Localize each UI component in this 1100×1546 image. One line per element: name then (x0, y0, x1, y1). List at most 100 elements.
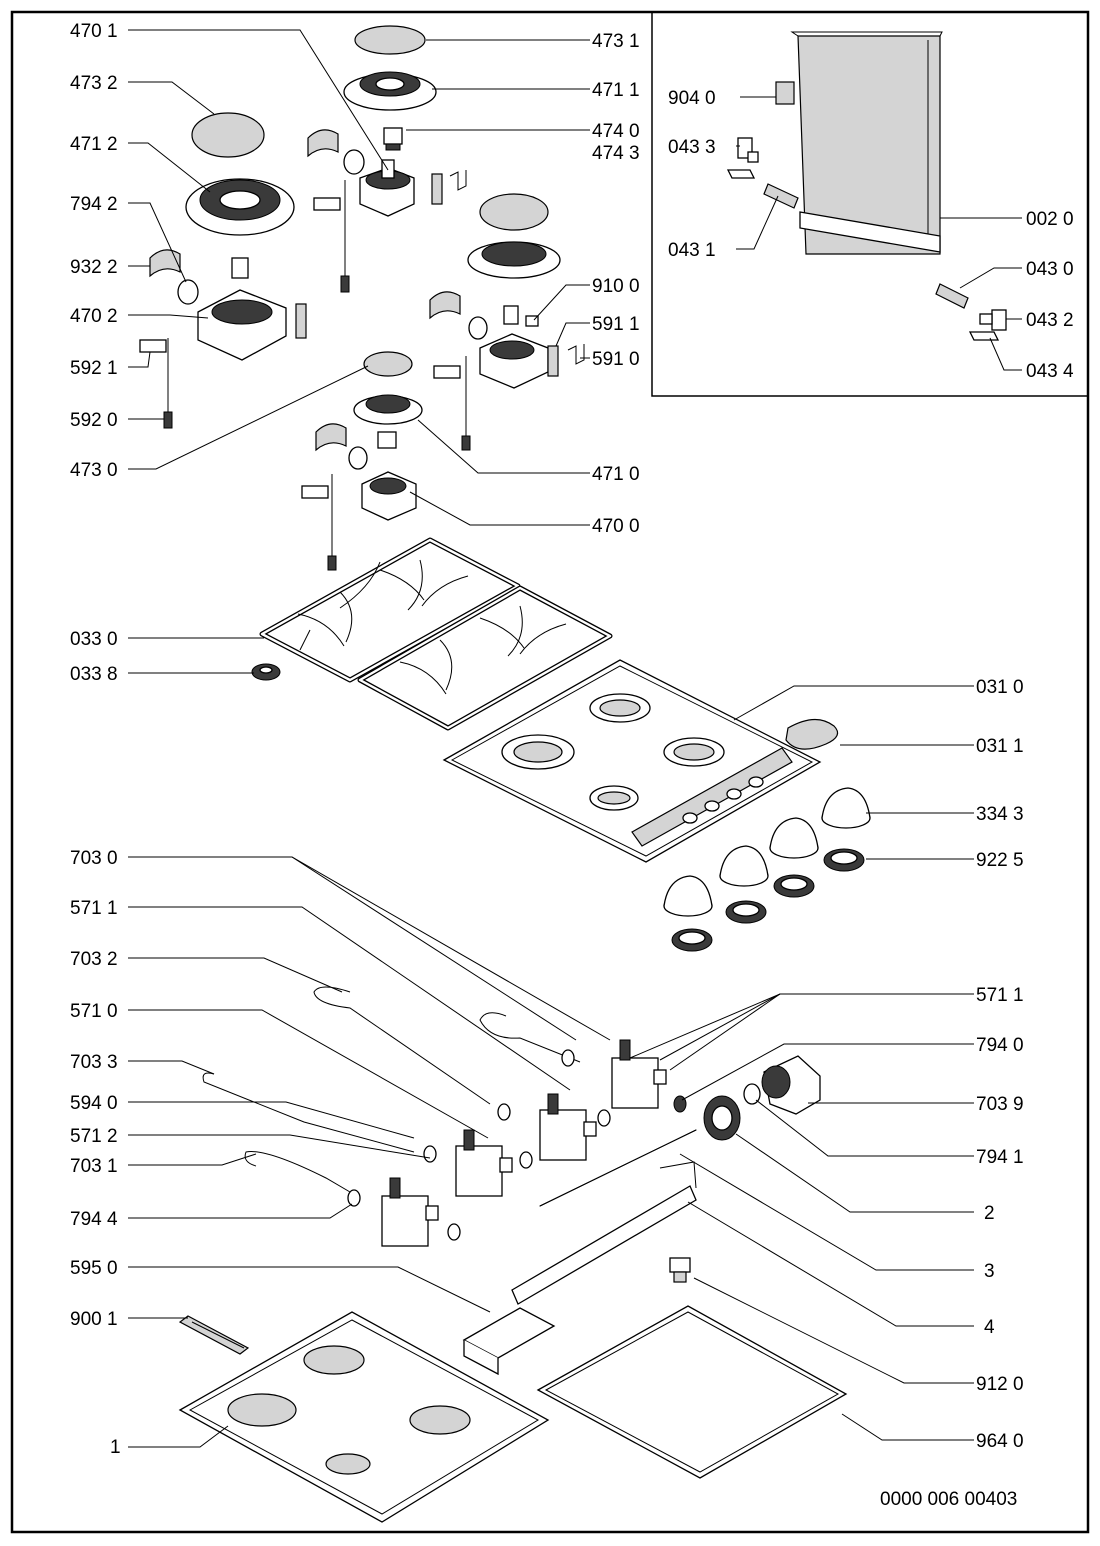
injector-lower (377, 431, 397, 449)
callout-594-0: 594 0 (70, 1093, 118, 1114)
callout-571-1-left: 571 1 (70, 898, 118, 919)
burner-spreader-right (467, 241, 561, 279)
callout-591-0: 591 0 (592, 349, 640, 370)
seal-ring-lower (348, 446, 368, 470)
callout-591-1: 591 1 (592, 314, 640, 335)
badge-plate (785, 718, 839, 750)
hob-top (442, 659, 839, 863)
adjusting-screw (669, 1257, 691, 1283)
callout-043-4: 043 4 (1026, 361, 1074, 382)
knobs (663, 787, 871, 917)
valve-4 (381, 1177, 439, 1247)
gas-valves (347, 1039, 687, 1247)
thermocouple-lower (301, 474, 337, 571)
callout-033-8: 033 8 (70, 664, 118, 685)
lid-hinge-left (737, 137, 759, 163)
callout-031-0: 031 0 (976, 677, 1024, 698)
burner-base-lower (361, 471, 417, 521)
spring-right (567, 344, 585, 365)
lid-pin-right (935, 283, 969, 309)
lid-corner-piece (775, 81, 795, 105)
callout-571-2: 571 2 (70, 1126, 118, 1147)
thermocouple-top (313, 180, 350, 293)
clip-right (429, 291, 461, 320)
callout-904-0: 904 0 (668, 88, 716, 109)
callout-964-0: 964 0 (976, 1431, 1024, 1452)
gas-pipes (202, 986, 697, 1207)
callout-002-0: 002 0 (1026, 209, 1074, 230)
burner-cap-small-lower (363, 351, 413, 377)
callout-703-9: 703 9 (976, 1094, 1024, 1115)
callout-031-1: 031 1 (976, 736, 1024, 757)
callout-473-0: 473 0 (70, 460, 118, 481)
callout-470-1: 470 1 (70, 21, 118, 42)
callout-1: 1 (110, 1437, 121, 1458)
pan-support-right (357, 585, 613, 731)
callout-703-3: 703 3 (70, 1052, 118, 1073)
injector-top (383, 127, 403, 151)
callout-932-2: 932 2 (70, 257, 118, 278)
gas-rail-bracket (511, 1161, 697, 1305)
callout-474-3: 474 3 (592, 143, 640, 164)
ignition-module (462, 1307, 556, 1376)
document-number: 0000 006 00403 (880, 1489, 1017, 1510)
control-panel-strip (631, 747, 793, 847)
lid-parts (726, 31, 1007, 341)
callout-794-4: 794 4 (70, 1209, 118, 1230)
ignition-electrode-right (547, 345, 559, 377)
pan-support-left (259, 537, 521, 683)
callout-592-0: 592 0 (70, 410, 118, 431)
callout-595-0: 595 0 (70, 1258, 118, 1279)
callout-592-1: 592 1 (70, 358, 118, 379)
callout-043-3: 043 3 (668, 137, 716, 158)
burner-spreader-small-top (343, 71, 437, 111)
callout-334-3: 334 3 (976, 804, 1024, 825)
pan-supports (251, 537, 613, 731)
valve-3 (455, 1129, 513, 1197)
callout-571-1-right: 571 1 (976, 985, 1024, 1006)
thermocouple-left (139, 338, 173, 429)
seal-ring-top (343, 149, 365, 175)
callout-910-0: 910 0 (592, 276, 640, 297)
callout-471-2: 471 2 (70, 134, 118, 155)
lid-pin-left (763, 183, 799, 209)
callout-912-0: 912 0 (976, 1374, 1024, 1395)
callout-900-1: 900 1 (70, 1309, 118, 1330)
callout-571-0: 571 0 (70, 1001, 118, 1022)
callout-703-1: 703 1 (70, 1156, 118, 1177)
callout-043-1: 043 1 (668, 240, 716, 261)
burner-spreader-small-lower (353, 394, 423, 425)
callout-4: 4 (984, 1317, 995, 1338)
screw-right (525, 315, 539, 327)
burner-base-top (359, 159, 415, 217)
knob-4 (663, 875, 713, 917)
clip-left (149, 249, 181, 278)
burner-cap-right (479, 193, 549, 231)
clip-lower (315, 423, 347, 452)
knob-rings (671, 848, 865, 952)
knob-3 (719, 845, 769, 887)
valve-2 (539, 1093, 597, 1161)
spring-top (449, 170, 467, 191)
burner-cap-large (191, 112, 265, 158)
knob-1 (821, 787, 871, 829)
seal-ring-left (177, 279, 199, 305)
callout-470-0: 470 0 (592, 516, 640, 537)
callout-794-2: 794 2 (70, 194, 118, 215)
clip-top (307, 129, 339, 158)
leader-lines (128, 29, 1022, 1448)
glass-lid (790, 31, 943, 255)
callout-3: 3 (984, 1261, 995, 1282)
burner-spreader-large (185, 178, 295, 236)
drawing-frame (10, 10, 1090, 1534)
callout-473-2: 473 2 (70, 73, 118, 94)
burner-base-left (197, 257, 287, 361)
callout-703-0: 703 0 (70, 848, 118, 869)
lid-plate-right (968, 331, 1000, 341)
callout-794-1: 794 1 (976, 1147, 1024, 1168)
callout-labels: 470 1 473 2 471 2 794 2 932 2 470 2 592 … (70, 21, 1074, 1510)
burner-parts (139, 25, 585, 571)
valve-1 (611, 1039, 667, 1109)
